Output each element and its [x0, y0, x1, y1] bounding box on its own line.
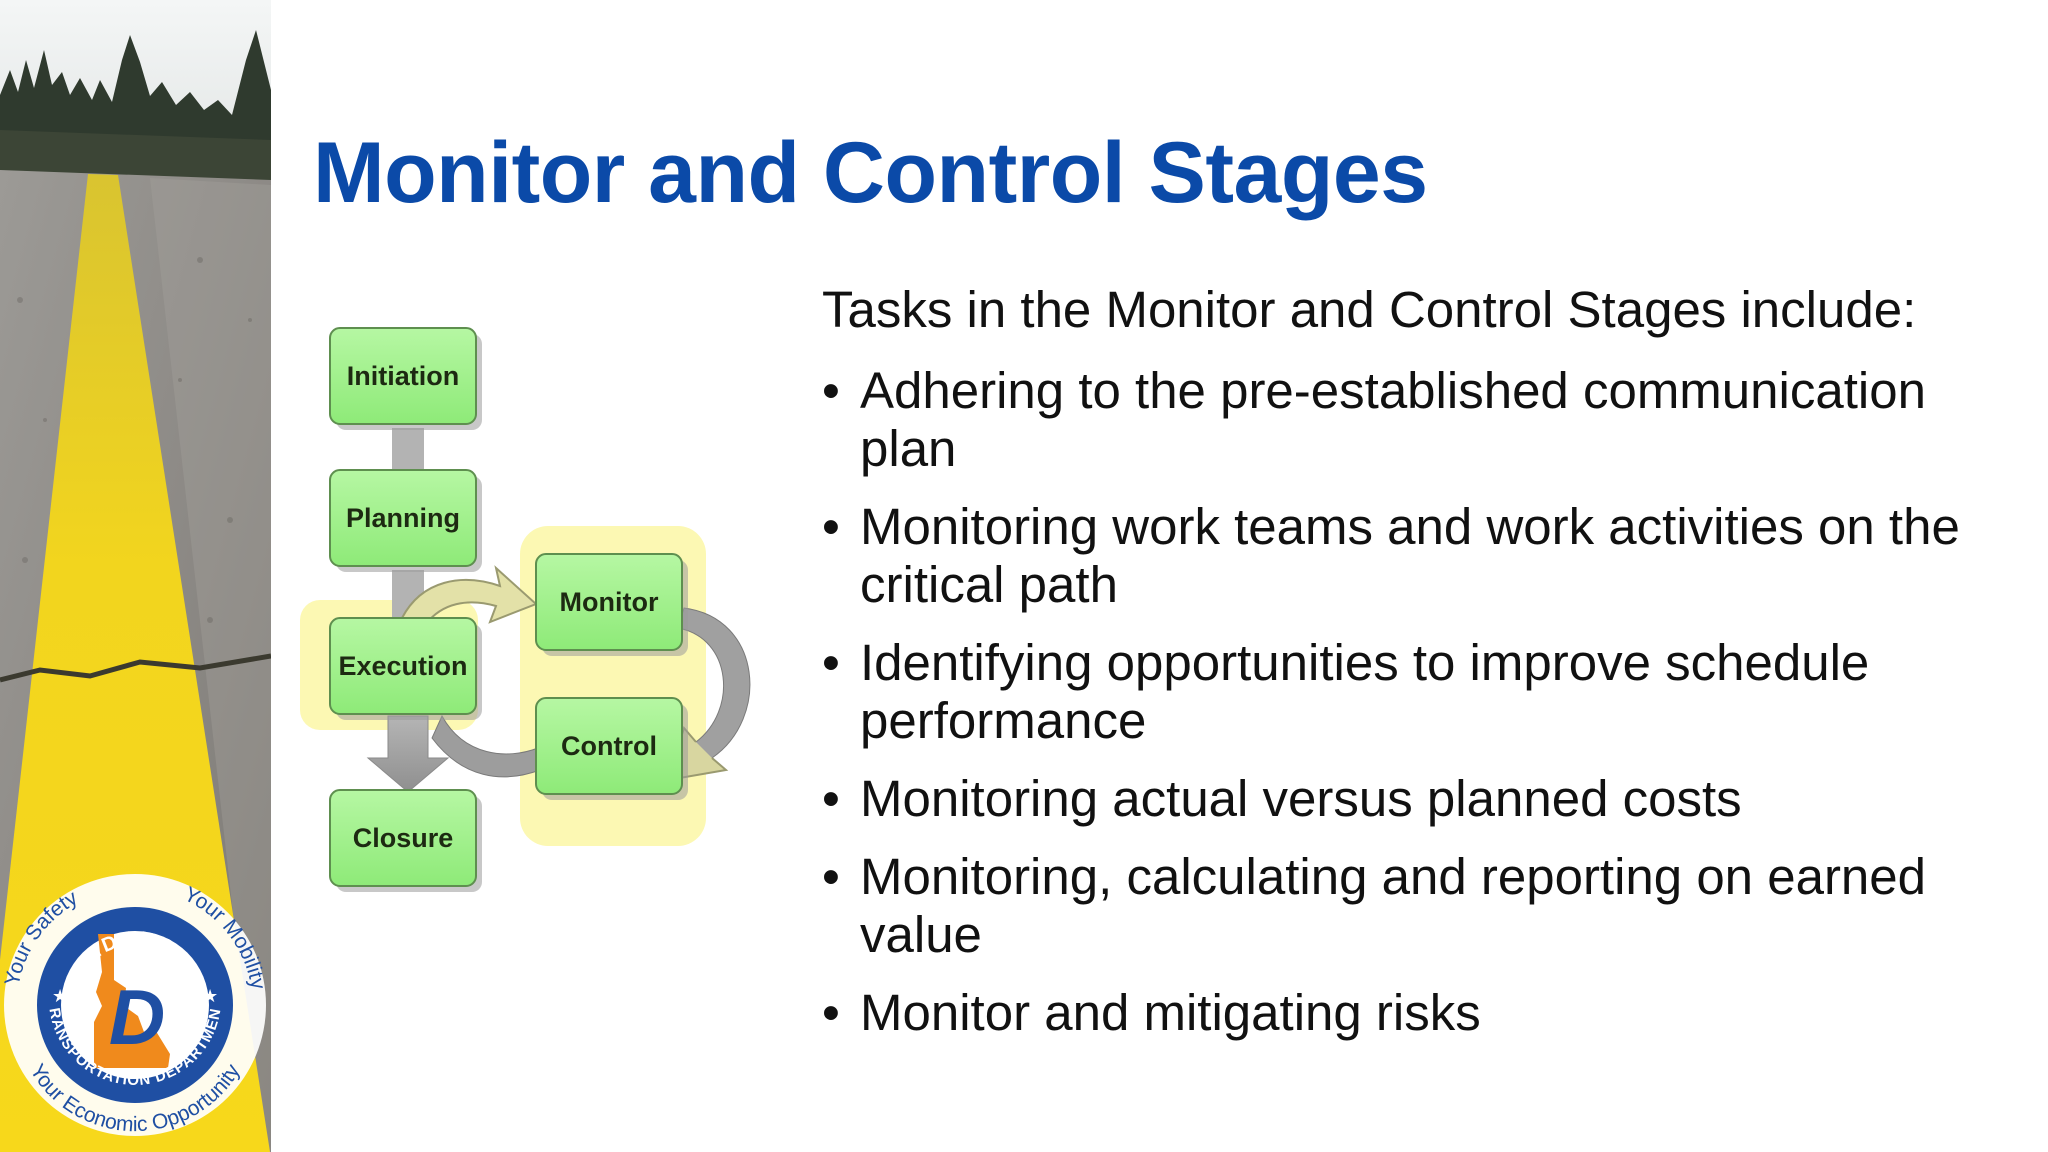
task-list: Adhering to the pre-established communic…	[822, 362, 2022, 1042]
arrow-execution-to-monitor	[400, 565, 538, 626]
svg-text:★: ★	[52, 986, 68, 1007]
step-closure: Closure	[329, 789, 482, 892]
step-initiation: Initiation	[329, 327, 482, 430]
step-monitor-label: Monitor	[560, 587, 659, 617]
step-execution-label: Execution	[338, 651, 467, 681]
step-monitor: Monitor	[535, 553, 688, 656]
process-stages-diagram: Initiation Planning Execution Closure Mo…	[292, 318, 772, 908]
step-control: Control	[535, 697, 688, 800]
content-panel: Tasks in the Monitor and Control Stages …	[822, 282, 2022, 1062]
step-closure-label: Closure	[353, 823, 454, 853]
step-initiation-label: Initiation	[347, 361, 459, 391]
list-item: Monitoring work teams and work activitie…	[822, 498, 2022, 614]
step-planning: Planning	[329, 469, 482, 572]
list-item: Monitoring actual versus planned costs	[822, 770, 2022, 828]
step-execution: Execution	[329, 617, 482, 720]
arrow-to-closure	[366, 715, 450, 793]
list-item: Monitoring, calculating and reporting on…	[822, 848, 2022, 964]
svg-text:★: ★	[202, 986, 218, 1007]
logo-letter: D	[109, 973, 165, 1061]
intro-text: Tasks in the Monitor and Control Stages …	[822, 281, 1917, 338]
step-control-label: Control	[561, 731, 657, 761]
connector-initiation-planning	[392, 428, 424, 473]
list-item: Adhering to the pre-established communic…	[822, 362, 2022, 478]
list-item: Monitor and mitigating risks	[822, 984, 2022, 1042]
itd-seal-logo: D ★ ★ IDAHO TRANSPORTATION DEPARTMENT Yo…	[0, 859, 270, 1138]
slide-title: Monitor and Control Stages	[313, 125, 1428, 221]
step-planning-label: Planning	[346, 503, 460, 533]
list-item: Identifying opportunities to improve sch…	[822, 634, 2022, 750]
